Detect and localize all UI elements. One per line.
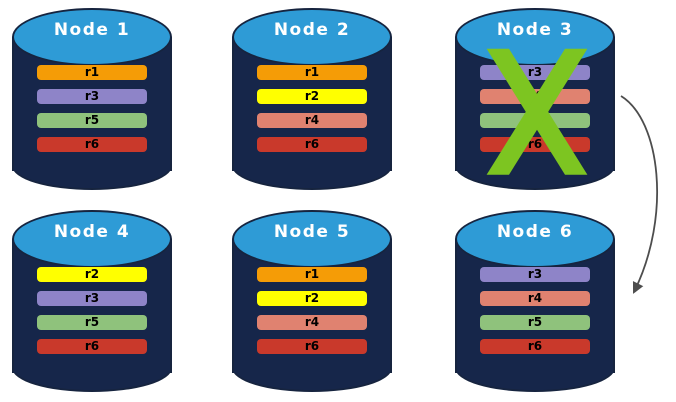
- record-bar[interactable]: r4: [257, 315, 367, 330]
- record-bar[interactable]: r3: [480, 267, 590, 282]
- record-bar[interactable]: r4: [257, 113, 367, 128]
- record-bar[interactable]: r4: [480, 291, 590, 306]
- record-bar[interactable]: r6: [480, 137, 590, 152]
- cylinder-top: [232, 210, 392, 268]
- record-bar[interactable]: r6: [37, 137, 147, 152]
- record-list: r2 r3 r5 r6: [37, 267, 147, 363]
- cylinder-top: [455, 8, 615, 66]
- record-bar[interactable]: r3: [37, 291, 147, 306]
- record-list: r1 r3 r5 r6: [37, 65, 147, 161]
- record-list: r3 r4 r5 r6: [480, 65, 590, 161]
- record-bar[interactable]: r1: [257, 65, 367, 80]
- record-bar[interactable]: r5: [480, 113, 590, 128]
- record-bar[interactable]: r1: [37, 65, 147, 80]
- record-bar[interactable]: r5: [480, 315, 590, 330]
- cylinder-top: [12, 210, 172, 268]
- record-bar[interactable]: r6: [257, 339, 367, 354]
- record-bar[interactable]: r2: [257, 291, 367, 306]
- record-bar[interactable]: r3: [480, 65, 590, 80]
- record-bar[interactable]: r6: [257, 137, 367, 152]
- record-list: r1 r2 r4 r6: [257, 65, 367, 161]
- record-bar[interactable]: r3: [37, 89, 147, 104]
- cylinder-top: [455, 210, 615, 268]
- record-bar[interactable]: r5: [37, 113, 147, 128]
- record-bar[interactable]: r4: [480, 89, 590, 104]
- record-bar[interactable]: r1: [257, 267, 367, 282]
- cylinder-top: [232, 8, 392, 66]
- record-list: r3 r4 r5 r6: [480, 267, 590, 363]
- record-bar[interactable]: r2: [257, 89, 367, 104]
- record-bar[interactable]: r2: [37, 267, 147, 282]
- record-bar[interactable]: r6: [480, 339, 590, 354]
- cylinder-top: [12, 8, 172, 66]
- record-bar[interactable]: r5: [37, 315, 147, 330]
- record-list: r1 r2 r4 r6: [257, 267, 367, 363]
- record-bar[interactable]: r6: [37, 339, 147, 354]
